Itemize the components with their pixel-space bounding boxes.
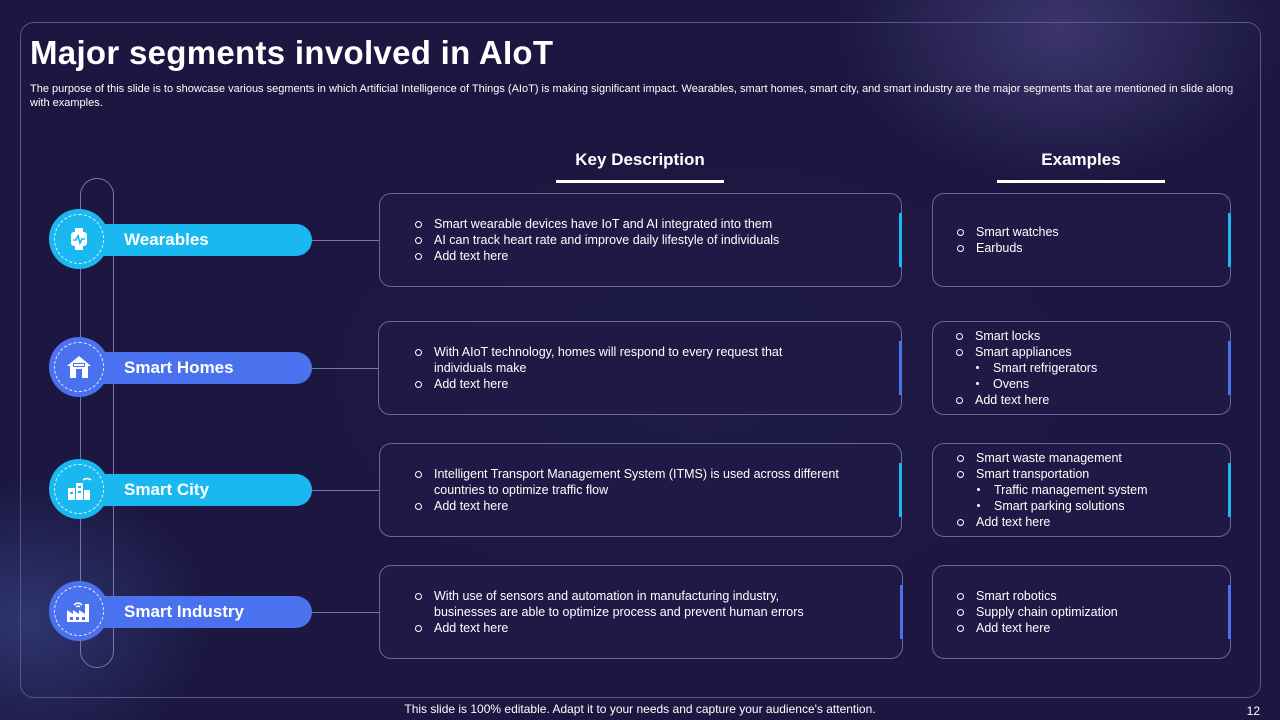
description-card-smart-industry: With use of sensors and automation in ma… (379, 565, 903, 659)
card-accent (899, 213, 902, 267)
list-item: Smart watches (956, 224, 1059, 240)
card-accent (900, 585, 903, 639)
segment-pill-smart-homes: Smart Homes (84, 352, 312, 384)
description-list: With AIoT technology, homes will respond… (414, 344, 814, 392)
list-item: Intelligent Transport Management System … (414, 466, 874, 498)
list-item: Add text here (414, 620, 844, 636)
card-accent (899, 463, 902, 517)
list-item: Add text here (956, 620, 1118, 636)
list-item: Add text here (414, 376, 814, 392)
column-header-description-label: Key Description (575, 150, 705, 169)
segment-pill-smart-city: Smart City (84, 474, 312, 506)
examples-list: Smart locks Smart appliances Smart refri… (955, 328, 1097, 408)
examples-list: Smart robotics Supply chain optimization… (956, 588, 1118, 636)
list-item: Supply chain optimization (956, 604, 1118, 620)
slide-title: Major segments involved in AIoT (30, 34, 554, 71)
column-header-examples-label: Examples (1041, 150, 1121, 169)
description-card-smart-homes: With AIoT technology, homes will respond… (378, 321, 902, 415)
examples-card-wearables: Smart watches Earbuds (932, 193, 1231, 287)
list-subitem: Smart refrigerators (955, 360, 1097, 376)
column-header-description: Key Description (556, 150, 724, 183)
column-header-examples: Examples (997, 150, 1165, 183)
list-item: Smart appliances (955, 344, 1097, 360)
list-item: Add text here (414, 248, 779, 264)
card-accent (1228, 213, 1231, 267)
card-accent (899, 341, 902, 395)
segment-label: Wearables (124, 230, 209, 249)
column-underline (556, 180, 724, 183)
segment-icon-smart-city (49, 459, 109, 519)
segment-label: Smart City (124, 480, 210, 499)
timeline-rail (80, 178, 114, 668)
connector-line (300, 490, 380, 491)
slide-footer: This slide is 100% editable. Adapt it to… (404, 702, 876, 716)
examples-list: Smart watches Earbuds (956, 224, 1059, 256)
examples-list: Smart waste management Smart transportat… (956, 450, 1148, 530)
slide-frame (20, 22, 1261, 698)
description-card-smart-city: Intelligent Transport Management System … (379, 443, 902, 537)
list-subitem: Smart parking solutions (956, 498, 1148, 514)
page-number: 12 (1246, 704, 1260, 718)
list-item: Smart wearable devices have IoT and AI i… (414, 216, 779, 232)
connector-line (300, 368, 380, 369)
list-item: Smart waste management (956, 450, 1148, 466)
list-item: Smart robotics (956, 588, 1118, 604)
connector-line (300, 612, 380, 613)
list-item: AI can track heart rate and improve dail… (414, 232, 779, 248)
card-accent (1228, 463, 1231, 517)
examples-card-smart-homes: Smart locks Smart appliances Smart refri… (932, 321, 1231, 415)
segment-pill-wearables: Wearables (84, 224, 312, 256)
examples-card-smart-city: Smart waste management Smart transportat… (932, 443, 1231, 537)
description-card-wearables: Smart wearable devices have IoT and AI i… (379, 193, 902, 287)
list-subitem: Traffic management system (956, 482, 1148, 498)
smartwatch-icon (71, 228, 87, 250)
card-accent (1228, 341, 1231, 395)
card-accent (1228, 585, 1231, 639)
list-item: Earbuds (956, 240, 1059, 256)
list-item: Smart transportation (956, 466, 1148, 482)
smart-city-icon (68, 477, 92, 500)
list-item: Add text here (955, 392, 1097, 408)
examples-card-smart-industry: Smart robotics Supply chain optimization… (932, 565, 1231, 659)
segment-pill-smart-industry: Smart Industry (84, 596, 312, 628)
list-item: Add text here (414, 498, 874, 514)
smart-factory-icon (67, 602, 89, 622)
list-item: With AIoT technology, homes will respond… (414, 344, 814, 376)
slide-subtitle: The purpose of this slide is to showcase… (30, 83, 1234, 109)
description-list: With use of sensors and automation in ma… (414, 588, 844, 636)
description-list: Intelligent Transport Management System … (414, 466, 874, 514)
segment-icon-wearables (49, 209, 109, 269)
column-underline (997, 180, 1165, 183)
list-item: Smart locks (955, 328, 1097, 344)
list-item: Add text here (956, 514, 1148, 530)
segment-icon-smart-industry (49, 581, 109, 641)
description-list: Smart wearable devices have IoT and AI i… (414, 216, 779, 264)
smart-home-icon (67, 356, 91, 378)
list-item: With use of sensors and automation in ma… (414, 588, 844, 620)
segment-label: Smart Industry (124, 602, 244, 621)
list-subitem: Ovens (955, 376, 1097, 392)
connector-line (300, 240, 380, 241)
segment-icon-smart-homes (49, 337, 109, 397)
segment-label: Smart Homes (124, 358, 234, 377)
